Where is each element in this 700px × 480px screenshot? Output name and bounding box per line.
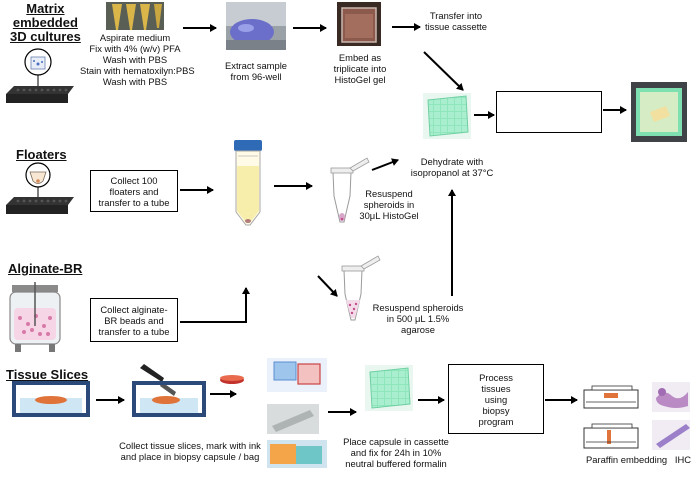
- box-line: transfer to a tube: [98, 325, 170, 337]
- microtome-icon: [583, 385, 639, 449]
- box-line: tissues: [481, 382, 511, 394]
- caption-line: Embed as: [338, 52, 382, 63]
- box-line: using: [484, 393, 508, 405]
- caption-line: agarose: [401, 324, 435, 335]
- tissue-dish-icon: [12, 381, 90, 417]
- process-box: Process tissues using biopsy program: [448, 364, 544, 434]
- caption-line: tissue cassette: [424, 21, 487, 32]
- alginate-title: Alginate-BR: [8, 261, 83, 276]
- alginate-box: Collect alginate- BR beads and transfer …: [90, 298, 178, 342]
- agarose-caption: Resuspend spheroids in 500 μL 1.5% agaro…: [370, 302, 466, 335]
- tissue-disc-icon: [220, 375, 244, 384]
- capsule-icon: [267, 358, 327, 468]
- tissue-collect-caption: Collect tissue slices, mark with ink and…: [112, 440, 268, 462]
- caption-line: Extract sample: [225, 60, 287, 71]
- matrix-title-line1: Matrix: [26, 1, 65, 16]
- bioreactor-icon: [9, 282, 61, 352]
- infiltrate-box: [496, 91, 602, 133]
- caption-line: Resuspend: [365, 188, 413, 199]
- caption-line: HistoGel gel: [334, 74, 386, 85]
- well-plate-icon: [6, 48, 74, 103]
- matrix-title-line3: 3D cultures: [10, 29, 81, 44]
- matrix-title-line2: embedded: [12, 15, 78, 30]
- paraffin-block-icon: [631, 82, 687, 142]
- box-line: Collect alginate-: [100, 303, 168, 315]
- cassette-icon: [423, 93, 471, 139]
- falcon-tube-icon: [234, 140, 262, 226]
- caption-line: neutral buffered formalin: [345, 458, 447, 469]
- caption-line: Resuspend spheroids: [372, 302, 464, 313]
- eppendorf-tube-icon: [330, 157, 370, 223]
- pipette-tips-icon: [106, 2, 164, 30]
- droplet-icon: [226, 2, 286, 50]
- dehydrate-caption: Dehydrate with isopropanol at 37°C: [400, 156, 504, 178]
- histogel-well-icon: [337, 2, 381, 46]
- floaters-plate-icon: [6, 162, 74, 214]
- floaters-title: Floaters: [16, 147, 67, 162]
- matrix-steps: Aspirate medium Fix with 4% (w/v) PFA Wa…: [80, 32, 195, 87]
- caption-line: and place in biopsy capsule / bag: [120, 451, 260, 462]
- box-line: floaters and: [109, 185, 159, 197]
- caption-line: spheroids in: [363, 199, 415, 210]
- step-text: Stain with hematoxilyn:PBS: [80, 65, 195, 76]
- caption-line: in 500 μL 1.5%: [386, 313, 450, 324]
- caption-line: Dehydrate with: [420, 156, 484, 167]
- box-line: transfer to a tube: [98, 196, 170, 208]
- brush-icon: [132, 364, 206, 417]
- ihc-label: IHC: [674, 454, 692, 465]
- floaters-box: Collect 100 floaters and transfer to a t…: [90, 170, 178, 212]
- step-text: Wash with PBS: [102, 76, 168, 87]
- box-line: Process: [479, 371, 513, 383]
- step-text: Aspirate medium: [99, 32, 171, 43]
- caption-line: and fix for 24h in 10%: [350, 447, 442, 458]
- step-text: Fix with 4% (w/v) PFA: [89, 43, 181, 54]
- caption-line: from 96-well: [230, 71, 282, 82]
- extract-caption: Extract sample from 96-well: [224, 60, 288, 82]
- box-line: Collect 100: [110, 174, 158, 186]
- matrix-title: Matrix embedded 3D cultures: [10, 2, 81, 44]
- caption-line: Collect tissue slices, mark with ink: [119, 440, 261, 451]
- box-line: BR beads and: [104, 314, 164, 326]
- transfer-caption: Transfer into tissue cassette: [416, 10, 496, 32]
- caption-line: Place capsule in cassette: [343, 436, 449, 447]
- box-line: program: [478, 415, 514, 427]
- caption-line: 30μL HistoGel: [359, 210, 419, 221]
- tissue-title: Tissue Slices: [6, 367, 89, 382]
- floaters-resuspend-caption: Resuspend spheroids in 30μL HistoGel: [352, 188, 426, 221]
- step-text: Wash with PBS: [102, 54, 168, 65]
- agarose-tube-icon: [341, 255, 381, 321]
- paraffin-embedding-label: Paraffin embedding: [586, 454, 668, 465]
- caption-line: isopropanol at 37°C: [410, 167, 494, 178]
- embed-caption: Embed as triplicate into HistoGel gel: [328, 52, 392, 85]
- caption-line: Transfer into: [429, 10, 483, 21]
- caption-line: triplicate into: [333, 63, 387, 74]
- box-line: biopsy: [482, 404, 510, 416]
- ihc-stain-icon: [652, 382, 690, 450]
- tissue-cassette-icon: [365, 365, 413, 411]
- tissue-place-caption: Place capsule in cassette and fix for 24…: [340, 436, 452, 469]
